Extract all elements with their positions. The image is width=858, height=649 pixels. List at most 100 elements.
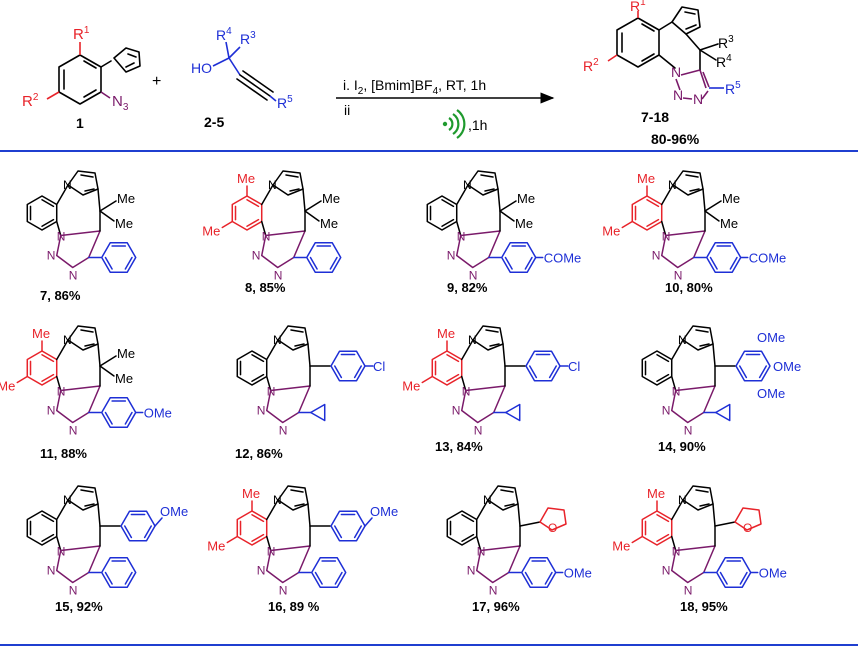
compound-12-label: 12, 86% [235,446,283,461]
triazole-n1: N [662,230,671,244]
ultrasound-waves-icon [442,109,466,139]
conditions-line-1: i. I2, [Bmim]BF4, RT, 1h [343,77,486,97]
compound-16-label: 16, 89 % [268,599,320,614]
methyl-label-left: Me [202,224,220,239]
triazole-n3: N [684,424,693,438]
chloro-label: Cl [373,359,385,374]
para-substituent-label: OMe [144,406,172,421]
product-r5: R5 [725,80,741,97]
pyrrole-nitrogen: N [468,333,477,347]
pyrrole-nitrogen: N [678,493,687,507]
triazole-n2: N [47,404,56,418]
gem-methyl-2: Me [720,216,738,231]
triazole-n2: N [252,249,261,263]
chloro-label: Cl [568,359,580,374]
reactant2-label: 2-5 [204,114,224,130]
reactant-1-aryl-azide: R1 R2 N3 1 [22,25,141,131]
compound-13-label: 13, 84% [435,439,483,454]
product-r2: R2 [583,57,599,74]
methyl-label-top: Me [242,486,260,501]
methoxy-label-2: OMe [773,359,801,374]
triazole-n1: N [267,385,276,399]
pyrrole-nitrogen: N [63,178,72,192]
compound-8-label: 8, 85% [245,280,286,295]
methyl-label-top: Me [237,171,255,186]
compound-14-label: 14, 90% [658,439,706,454]
methyl-label-left: Me [207,539,225,554]
methoxy-label-1: OMe [757,330,785,345]
methyl-label-left: Me [612,539,630,554]
triazole-n1: N [462,385,471,399]
product-r3: R3 [718,34,734,51]
gem-methyl-1: Me [117,346,135,361]
triazole-n3: N [469,269,478,283]
gem-methyl-2: Me [320,216,338,231]
compound-11-label: 11, 88% [40,446,87,461]
pyrrole-nitrogen: N [273,493,282,507]
pyrrole-nitrogen: N [463,178,472,192]
compound-9-label: 9, 82% [447,280,488,295]
pyrrole-nitrogen: N [63,333,72,347]
compound-7-label: 7, 86% [40,288,81,303]
para-substituent-label: OMe [564,566,592,581]
triazole-n1: N [477,545,486,559]
reactant2-r5: R5 [277,94,293,111]
gem-methyl-2: Me [115,371,133,386]
triazole-n1: N [672,545,681,559]
triazole-n2: N [452,404,461,418]
product-r4: R4 [716,53,732,70]
conditions-line-2: ii [344,102,350,118]
pyrrole-nitrogen: N [63,493,72,507]
triazole-n3: N [674,269,683,283]
reactant-2-propargyl-alcohol: HO R4 R3 R5 2-5 [191,26,293,130]
compound-10-label: 10, 80% [665,280,713,295]
pyrrole-nitrogen: N [483,493,492,507]
triazole-n3: N [69,584,78,598]
gem-methyl-1: Me [517,191,535,206]
methyl-label-left: Me [602,224,620,239]
triazole-n3: N [684,584,693,598]
reactant2-r4: R4 [216,26,232,43]
triazole-n2: N [47,564,56,578]
methyl-label-top: Me [437,326,455,341]
methoxy-label: OMe [370,504,398,519]
para-substituent-label: COMe [749,251,787,266]
gem-methyl-2: Me [115,216,133,231]
pyrrole-nitrogen: N [268,178,277,192]
triazole-n2: N [447,249,456,263]
triazole-n3: N [279,424,288,438]
methoxy-label-3: OMe [757,386,785,401]
pyrrole-nitrogen: N [678,333,687,347]
triazole-n2: N [47,249,56,263]
triazole-n3: N [69,269,78,283]
triazole-n1: N [262,230,271,244]
compound-15-label: 15, 92% [55,599,103,614]
reactant1-azide: N3 [112,93,129,113]
triazole-n3: N [69,424,78,438]
triazole-n1: N [57,385,66,399]
product-yield: 80-96% [651,131,700,147]
methyl-label-left: Me [0,379,15,394]
reactant1-r1: R1 [73,25,90,43]
triazole-n2: N [662,564,671,578]
triazole-n2: N [257,404,266,418]
para-substituent-label: OMe [759,566,787,581]
triazole-n1: N [57,230,66,244]
triazole-n1: N [267,545,276,559]
triazole-n3: N [274,269,283,283]
methyl-label-top: Me [647,486,665,501]
triazole-n2: N [467,564,476,578]
triazole-n3: N [279,584,288,598]
compound-17-label: 17, 96% [472,599,520,614]
